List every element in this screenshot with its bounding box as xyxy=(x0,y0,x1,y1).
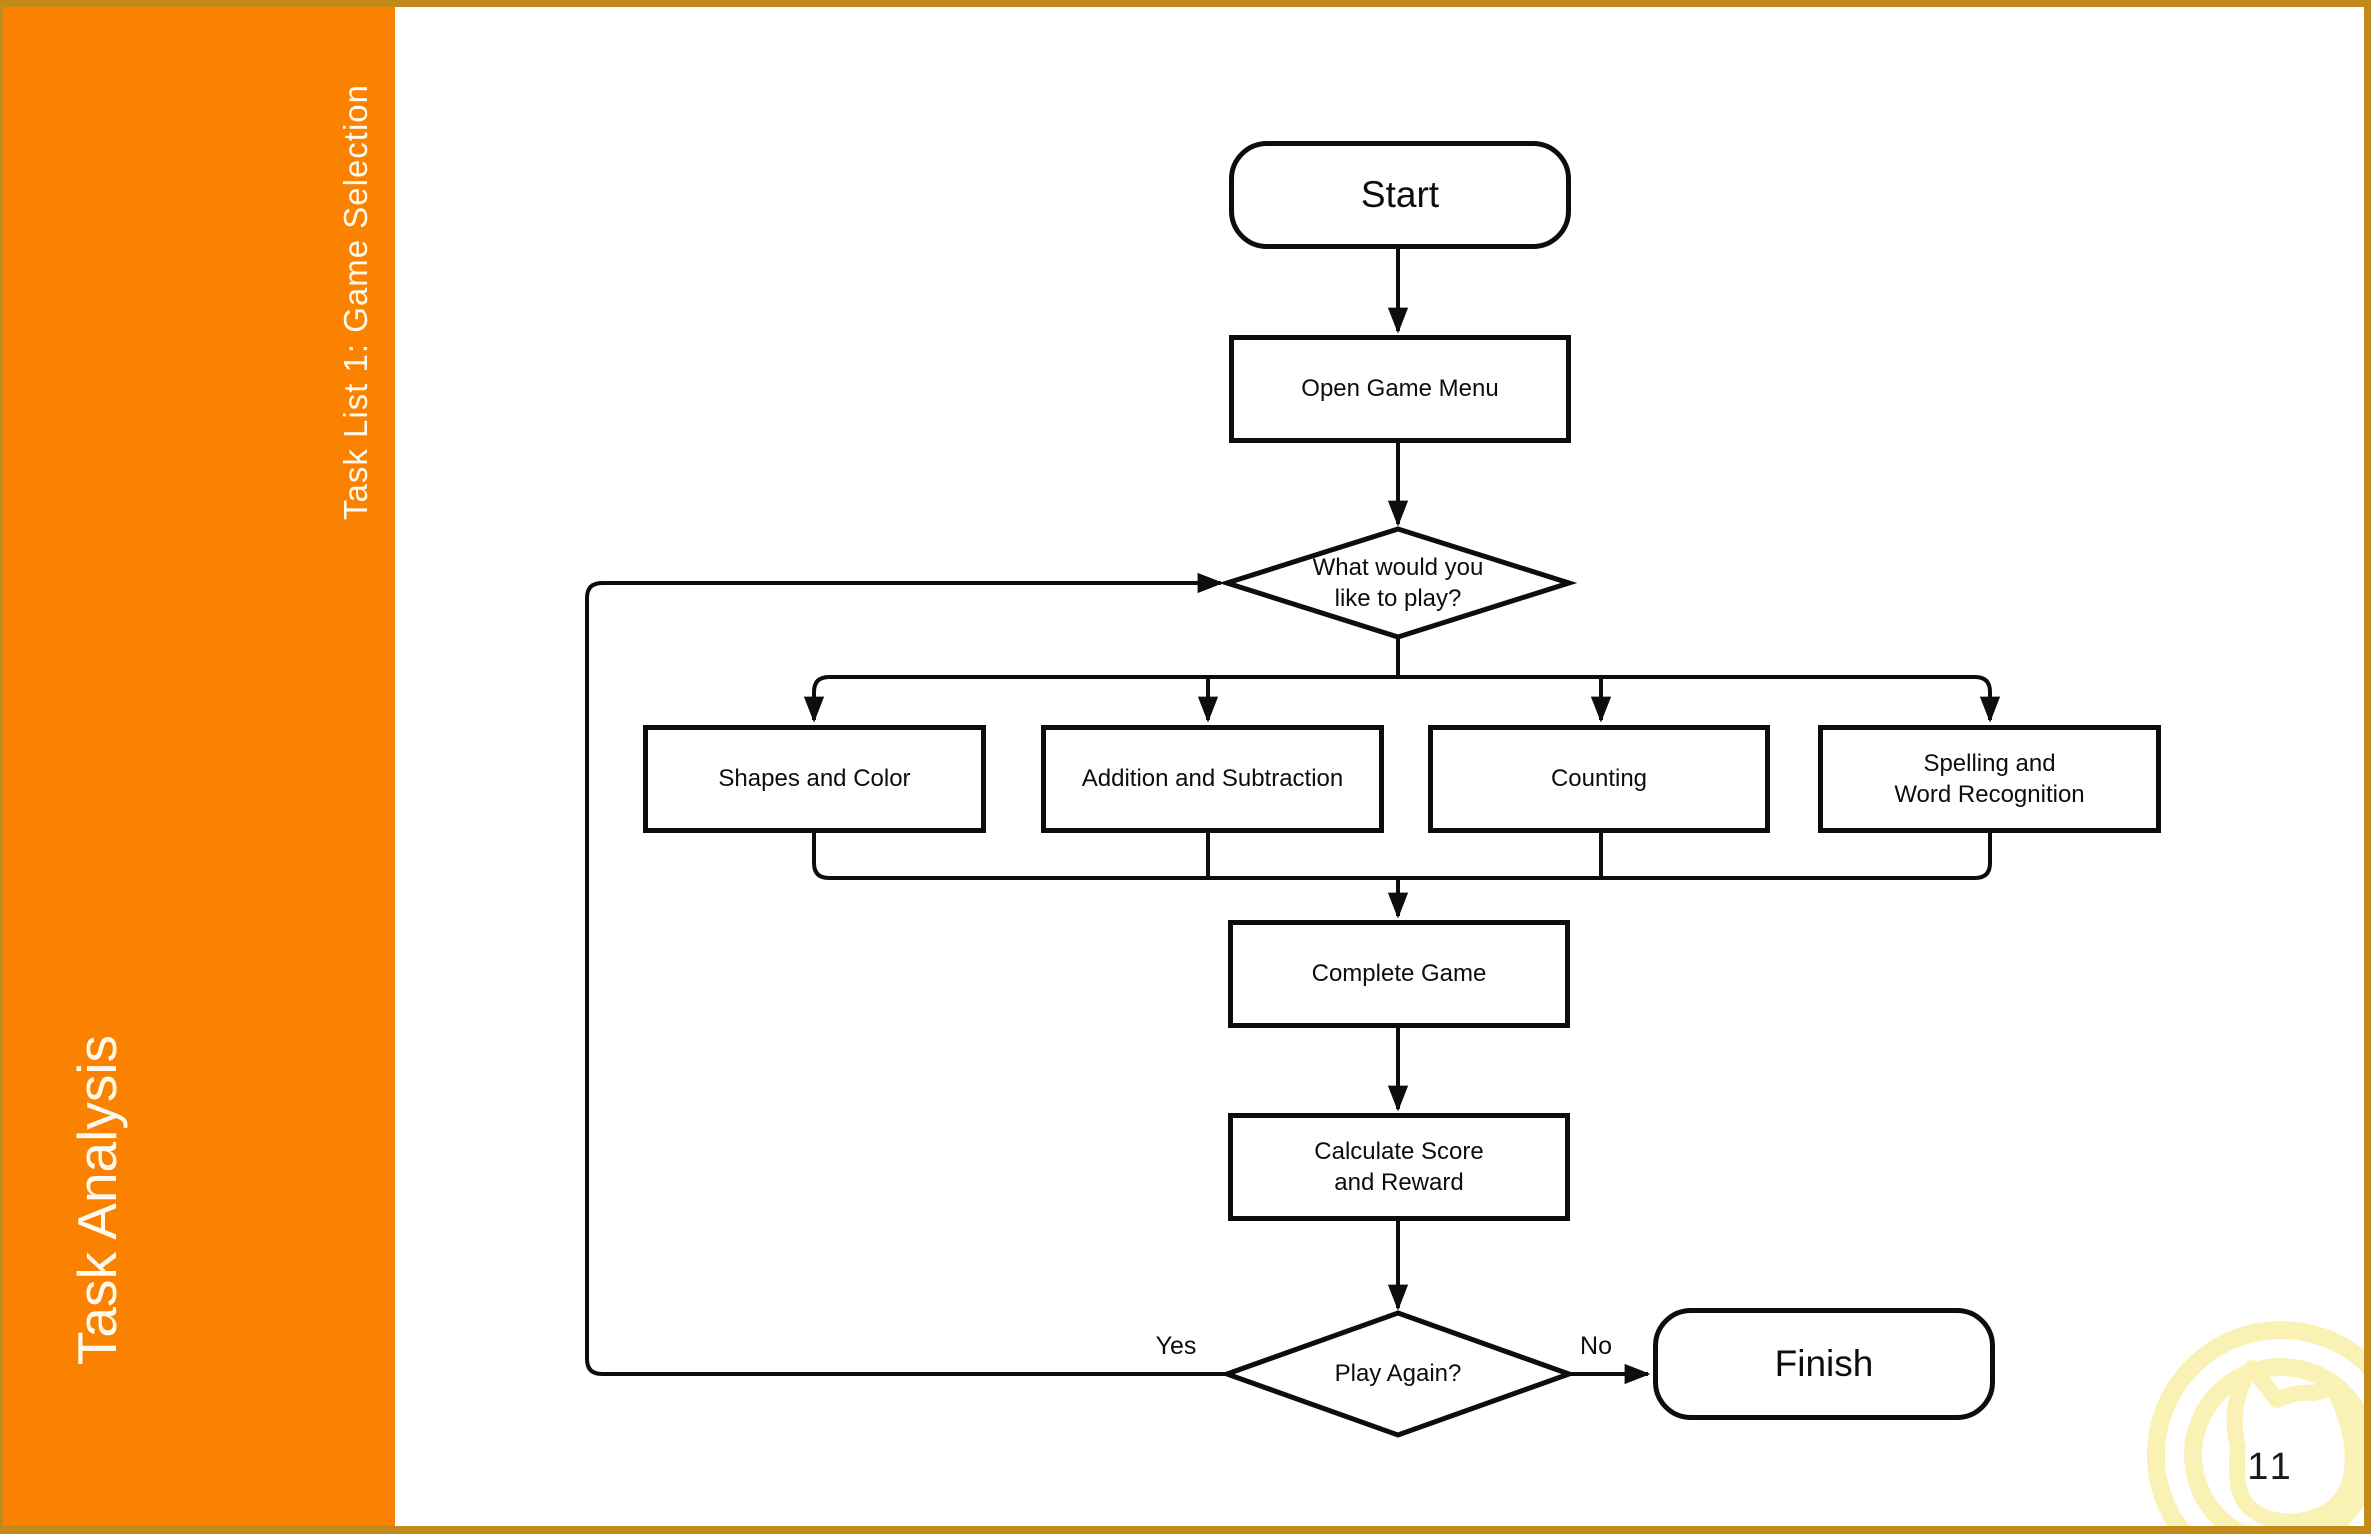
node-shapes-and-color: Shapes and Color xyxy=(643,725,986,833)
sidebar: Task List 1: Game Selection Task Analysi… xyxy=(0,0,395,1534)
node-finish-label: Finish xyxy=(1774,1342,1874,1384)
watermark-outer-ring xyxy=(2147,1321,2371,1534)
node-open-game-menu-label: Open Game Menu xyxy=(1301,375,1499,403)
decision-what-to-play-label: What would you like to play? xyxy=(1250,540,1546,626)
edge-label-no: No xyxy=(1580,1332,1612,1360)
flowchart-decisions xyxy=(1218,526,1578,1438)
node-open-game-menu: Open Game Menu xyxy=(1229,335,1571,443)
edge-label-yes: Yes xyxy=(1155,1332,1197,1360)
watermark-cat-logo xyxy=(2147,1321,2371,1534)
edge-join-spelling xyxy=(1974,833,1992,880)
page-number: 11 xyxy=(2247,1446,2295,1488)
edge-drop-spelling xyxy=(1974,675,2001,723)
edge-join-shapes xyxy=(812,833,830,880)
node-score-line2: and Reward xyxy=(1334,1169,1464,1196)
node-score-line1: Calculate Score xyxy=(1314,1137,1484,1165)
watermark-cat-head xyxy=(2226,1360,2361,1530)
decision-what-to-play-line1: What would you xyxy=(1312,553,1484,581)
node-finish: Finish xyxy=(1653,1308,1995,1420)
node-start-label: Start xyxy=(1360,173,1440,215)
node-spelling-word-recognition: Spelling and Word Recognition xyxy=(1818,725,2161,833)
node-counting: Counting xyxy=(1428,725,1770,833)
decision-play-again-text: Play Again? xyxy=(1334,1360,1462,1388)
flowchart-connectors xyxy=(585,249,2001,1385)
decision-what-to-play-line2: like to play? xyxy=(1334,585,1462,612)
node-calculate-score-reward: Calculate Score and Reward xyxy=(1228,1113,1570,1221)
edge-drop-shapes xyxy=(803,675,830,723)
node-spelling-line1: Spelling and xyxy=(1923,749,2056,777)
node-addition-and-subtraction-label: Addition and Subtraction xyxy=(1081,765,1344,793)
node-addition-and-subtraction: Addition and Subtraction xyxy=(1041,725,1384,833)
node-spelling-line2: Word Recognition xyxy=(1894,781,2085,808)
decision-play-again-shape xyxy=(1219,1310,1577,1438)
node-complete-game-label: Complete Game xyxy=(1311,960,1487,988)
node-complete-game: Complete Game xyxy=(1228,920,1570,1028)
edge-yes-loop xyxy=(585,572,1227,1376)
decision-play-again-label: Play Again? xyxy=(1268,1349,1528,1399)
node-start: Start xyxy=(1229,141,1571,249)
node-counting-label: Counting xyxy=(1550,765,1648,793)
node-shapes-and-color-label: Shapes and Color xyxy=(718,765,911,793)
